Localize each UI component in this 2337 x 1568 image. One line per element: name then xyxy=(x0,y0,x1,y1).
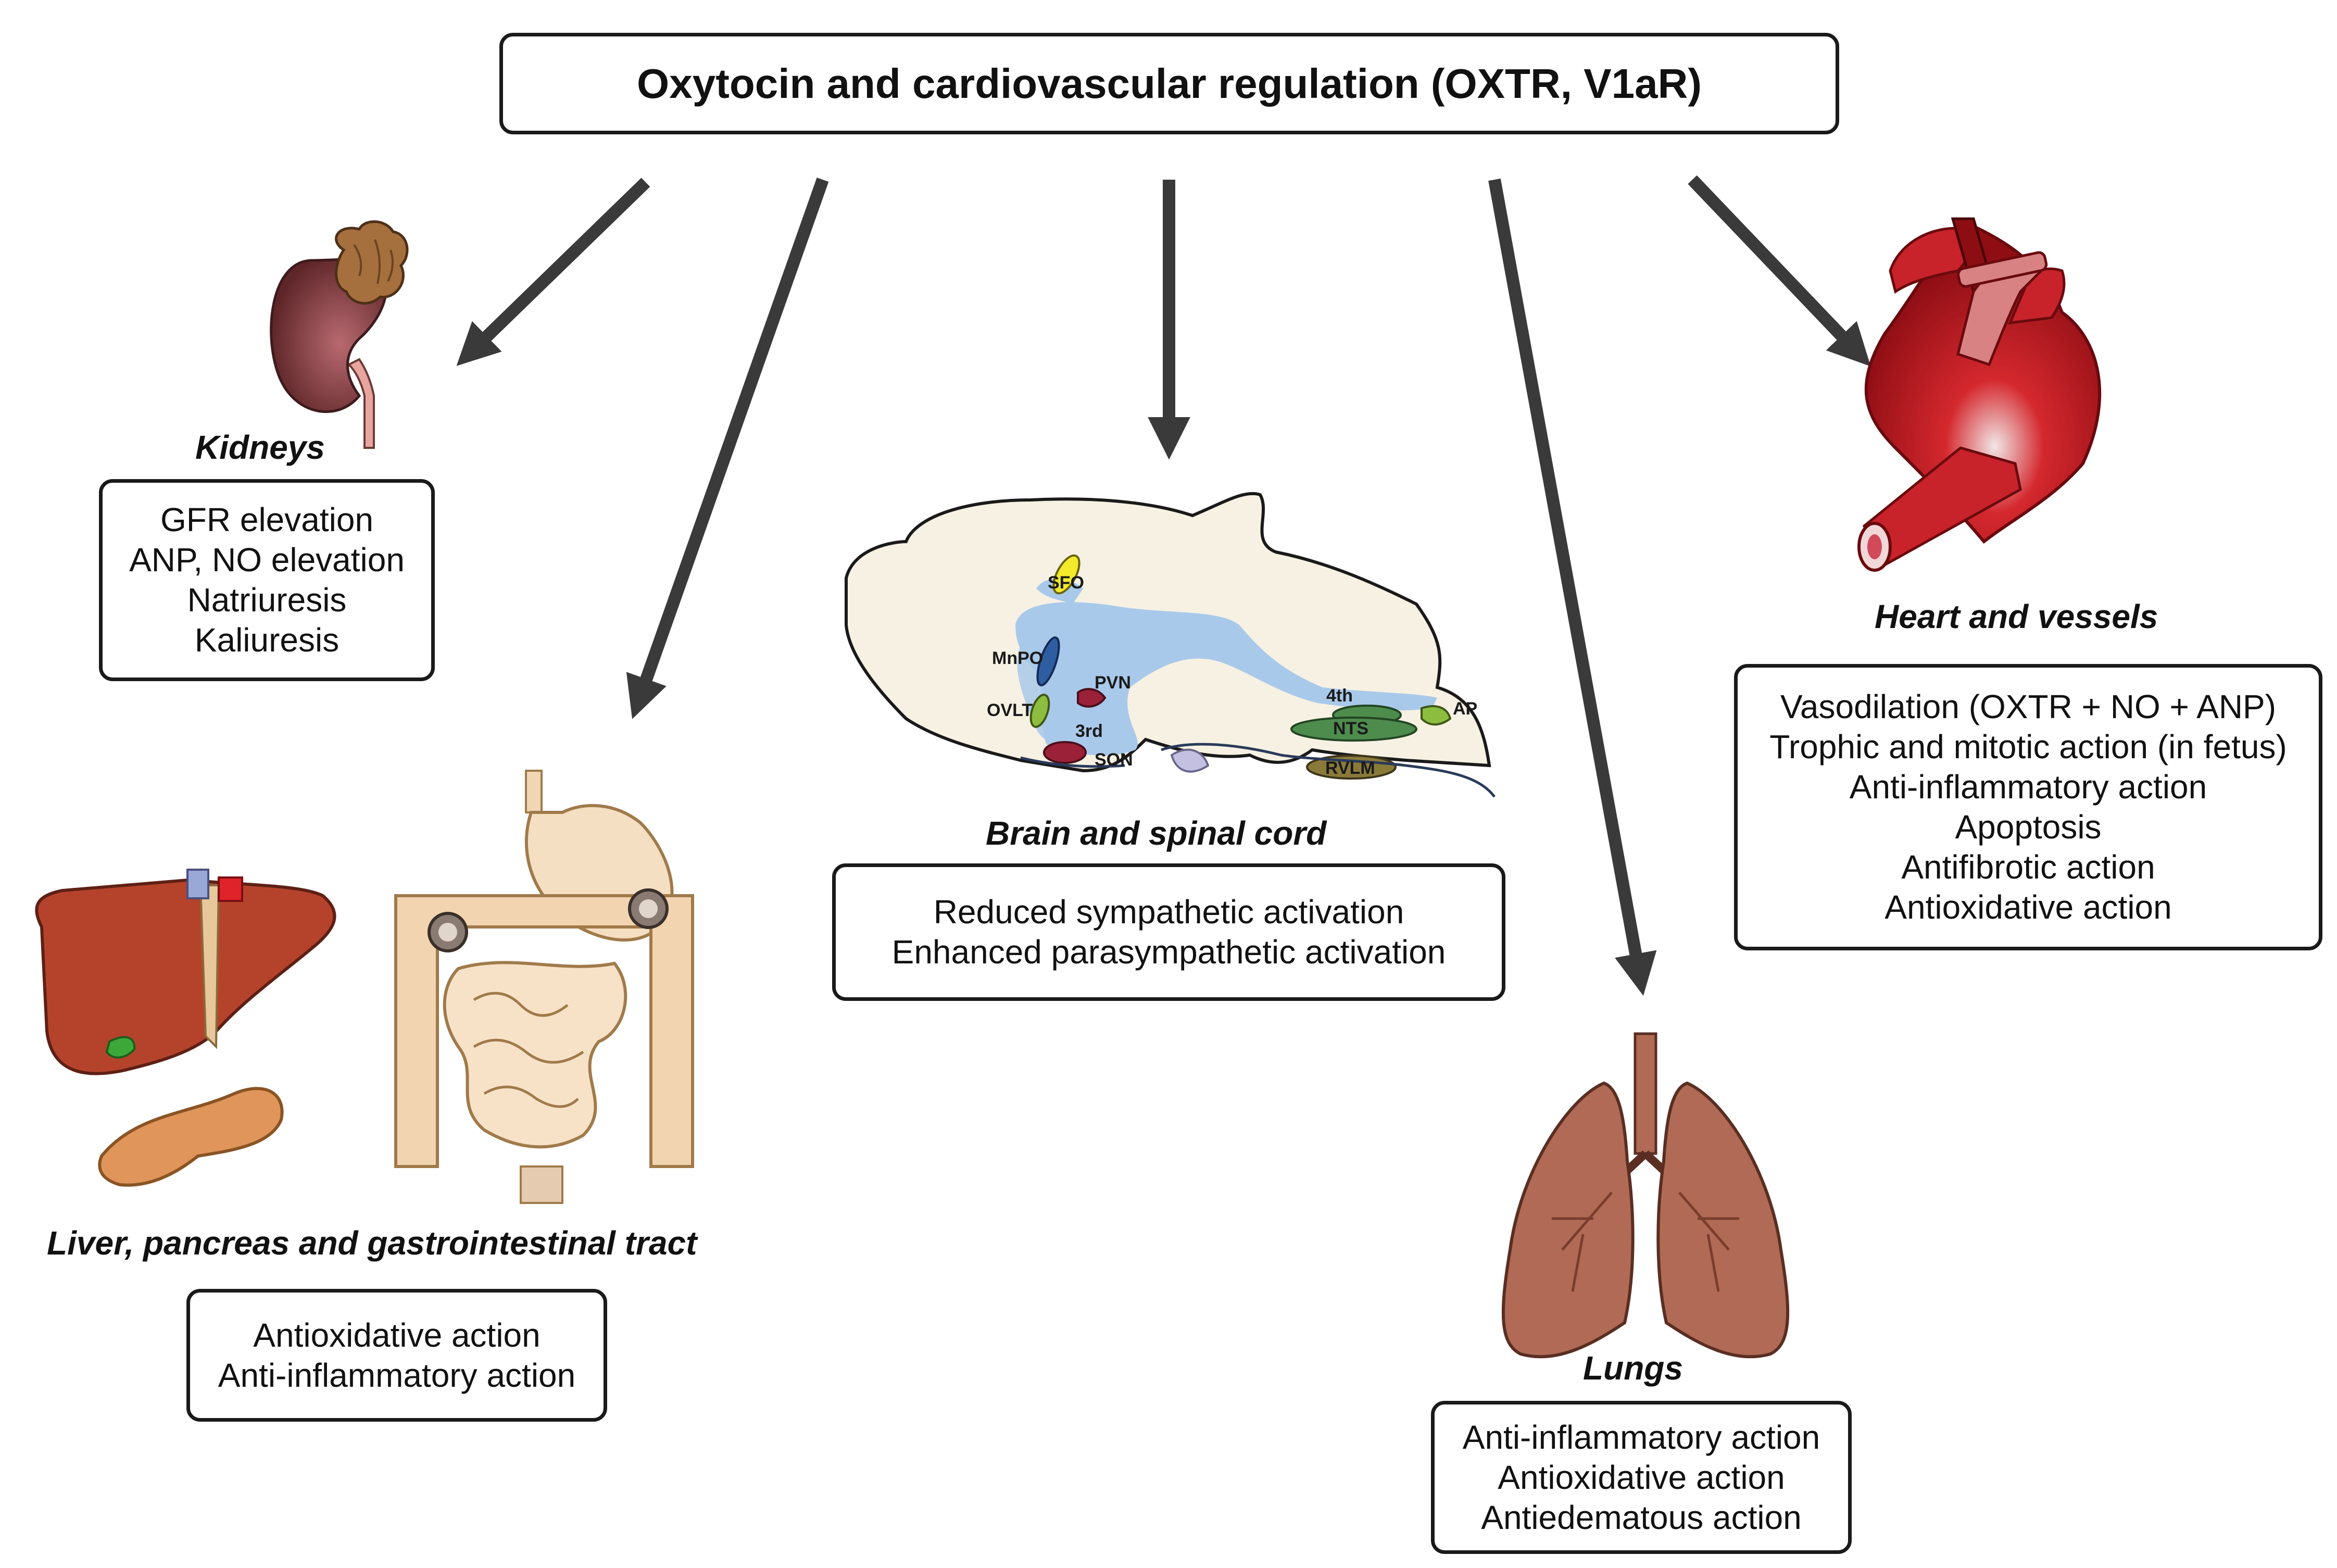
heart-effect: Apoptosis xyxy=(1955,808,2102,846)
kidneys-effect: GFR elevation xyxy=(160,501,374,538)
region-label-ap: AP xyxy=(1453,699,1477,719)
kidneys-effect: Kaliuresis xyxy=(194,621,340,659)
brain-illustration: SFO MnPO OVLT PVN 3rd SON 4th NTS AP RVL… xyxy=(845,492,1496,798)
region-label-rvlm: RVLM xyxy=(1325,758,1375,778)
arrow-to-heart xyxy=(1688,175,1871,367)
region-label-sfo: SFO xyxy=(1048,573,1084,593)
region-label-fourth: 4th xyxy=(1326,686,1353,706)
liver-gi-effect: Anti-inflammatory action xyxy=(218,1356,576,1394)
liver-gi-illustration xyxy=(35,770,694,1204)
region-label-ovlt: OVLT xyxy=(987,700,1033,720)
kidneys-effects-box: GFR elevation ANP, NO elevation Natriure… xyxy=(99,479,435,681)
liver-gi-label: Liver, pancreas and gastrointestinal tra… xyxy=(47,1224,697,1262)
heart-effect: Antioxidative action xyxy=(1884,888,2172,926)
brain-effects-box: Reduced sympathetic activation Enhanced … xyxy=(832,863,1505,1001)
heart-effect: Anti-inflammatory action xyxy=(1849,768,2207,806)
lungs-effect: Antiedematous action xyxy=(1481,1498,1802,1536)
arrows xyxy=(456,175,1871,996)
liver-gi-effects-box: Antioxidative action Anti-inflammatory a… xyxy=(186,1289,607,1422)
heart-effect: Vasodilation (OXTR + NO + ANP) xyxy=(1780,688,2277,725)
kidneys-effect: Natriuresis xyxy=(187,581,347,619)
heart-label: Heart and vessels xyxy=(1875,598,2158,635)
kidney-illustration xyxy=(270,220,409,449)
lungs-effect: Antioxidative action xyxy=(1498,1458,1785,1496)
heart-effect: Antifibrotic action xyxy=(1901,848,2155,886)
lungs-label: Lungs xyxy=(1583,1349,1683,1387)
region-label-nts: NTS xyxy=(1333,719,1368,738)
region-label-son: SON xyxy=(1095,750,1133,770)
region-label-pvn: PVN xyxy=(1095,673,1131,693)
kidneys-effect: ANP, NO elevation xyxy=(129,541,405,579)
heart-illustration xyxy=(1857,217,2102,572)
lungs-illustration xyxy=(1501,1032,1790,1359)
arrow-to-lungs xyxy=(1488,178,1657,996)
heart-effect: Trophic and mitotic action (in fetus) xyxy=(1769,728,2287,766)
arrow-to-liver-gi xyxy=(626,178,829,719)
diagram-title: Oxytocin and cardiovascular regulation (… xyxy=(637,60,1702,107)
brain-label: Brain and spinal cord xyxy=(986,814,1327,852)
title-box: Oxytocin and cardiovascular regulation (… xyxy=(499,33,1839,134)
region-label-mnpo: MnPO xyxy=(992,648,1043,668)
lungs-effect: Anti-inflammatory action xyxy=(1462,1418,1820,1456)
lungs-effects-box: Anti-inflammatory action Antioxidative a… xyxy=(1431,1401,1852,1554)
brain-effect: Enhanced parasympathetic activation xyxy=(891,933,1446,971)
heart-effects-box: Vasodilation (OXTR + NO + ANP) Trophic a… xyxy=(1734,664,2322,950)
kidneys-label: Kidneys xyxy=(195,429,325,466)
arrow-to-kidneys xyxy=(456,178,650,366)
brain-effect: Reduced sympathetic activation xyxy=(933,893,1404,931)
region-label-third: 3rd xyxy=(1075,721,1103,741)
liver-gi-effect: Antioxidative action xyxy=(253,1316,541,1354)
